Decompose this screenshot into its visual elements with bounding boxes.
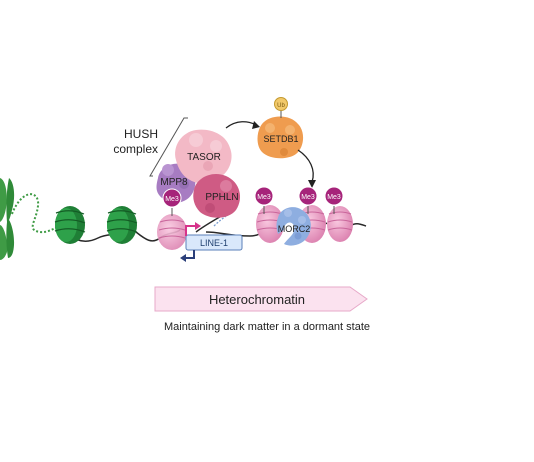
ub-label: Ub (277, 103, 285, 109)
me3-marker-4 (324, 186, 344, 206)
me3-marker-1 (162, 188, 182, 208)
nucleosome-pink-1 (157, 214, 187, 250)
hush-label-line2: complex (113, 142, 158, 156)
tasor-label: TASOR (187, 152, 221, 163)
heterochromatin-arrow (154, 286, 368, 312)
setdb1-protein (257, 110, 304, 159)
me3-label-4: Me3 (327, 194, 341, 201)
me3-label-2: Me3 (257, 194, 271, 201)
heterochromatin-label: Heterochromatin (209, 292, 305, 307)
me3-marker-3 (298, 186, 318, 206)
me3-marker-2 (254, 186, 274, 206)
me3-label-1: Me3 (165, 196, 179, 203)
nucleosome-green-1 (54, 206, 86, 244)
methylation-arrow (297, 149, 314, 183)
chromosome-icon (0, 178, 15, 260)
setdb1-label: SETDB1 (263, 134, 298, 144)
tss-arrow (185, 225, 197, 236)
morc2-label: MORC2 (278, 224, 311, 234)
caption: Maintaining dark matter in a dormant sta… (163, 321, 371, 333)
dna-loop (11, 193, 61, 234)
mpp8-label: MPP8 (160, 177, 188, 188)
antisense-arrow (184, 250, 195, 259)
hush-bracket (149, 117, 188, 177)
morc2-protein (276, 207, 311, 246)
hush-label-line1: HUSH (124, 127, 158, 141)
line1-label: LINE-1 (200, 238, 228, 248)
nucleosome-green-2 (106, 206, 138, 244)
line1-box (185, 234, 243, 251)
ub-tag (274, 97, 288, 111)
pphln-label: PPHLN (205, 192, 238, 203)
me3-label-3: Me3 (301, 194, 315, 201)
nucleosome-pink-4 (327, 206, 353, 242)
